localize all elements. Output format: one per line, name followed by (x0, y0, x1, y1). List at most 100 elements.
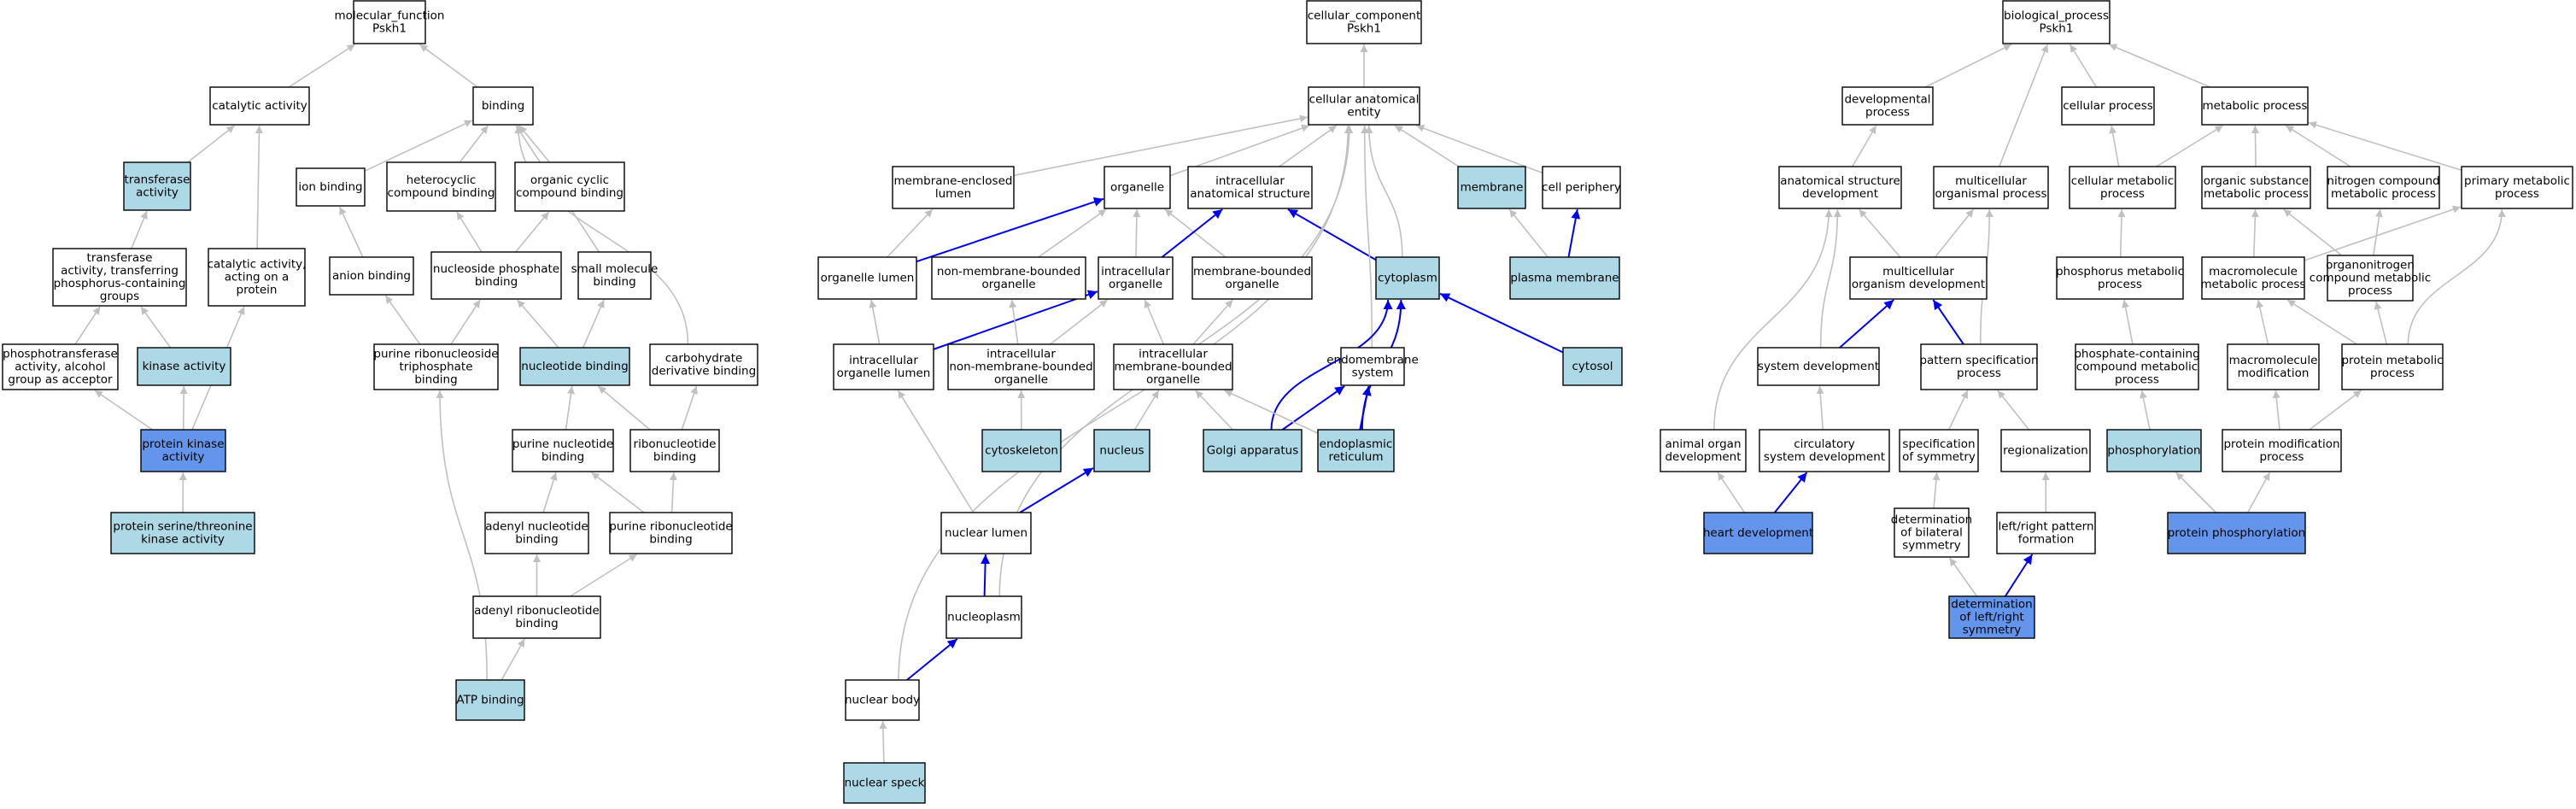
node-box (1933, 166, 2049, 209)
edge-macromolecule-metabolic-to-organic-substance (2251, 208, 2259, 258)
node-box (2002, 0, 2111, 44)
node-regionalization[interactable]: regionalization (2000, 429, 2091, 472)
node-nucleoplasm[interactable]: nucleoplasm (946, 595, 1022, 639)
node-cytosol[interactable]: cytosol (1562, 347, 1623, 386)
node-cell-periphery[interactable]: cell periphery (1542, 166, 1621, 209)
node-heart-dev[interactable]: heart development (1703, 512, 1813, 554)
node-organelle-lumen[interactable]: organelle lumen (817, 256, 917, 300)
node-label: determination (1891, 513, 1972, 527)
node-nuclear-body[interactable]: nuclear body (845, 679, 920, 721)
node-catalytic[interactable]: catalytic activity (209, 86, 310, 126)
node-label: intracellular (1101, 265, 1170, 278)
node-label: metabolic process (2331, 187, 2436, 201)
node-cellular-process[interactable]: cellular process (2061, 86, 2155, 126)
node-golgi[interactable]: Golgi apparatus (1203, 429, 1303, 472)
node-phosphorylation[interactable]: phosphorylation (2106, 429, 2202, 472)
node-label: intracellular (1215, 174, 1285, 188)
node-intra-non-membrane[interactable]: intracellularnon-membrane-boundedorganel… (947, 343, 1095, 390)
edge-phosphotransferase-to-transferase-phospho (74, 306, 101, 345)
node-label: metabolic process (2203, 99, 2308, 113)
node-label: organic substance (2204, 174, 2309, 188)
edge-golgi-to-intra-membrane-bounded (1195, 390, 1233, 431)
node-system-dev[interactable]: system development (1757, 347, 1880, 386)
node-nuclear-speck[interactable]: nuclear speck (843, 762, 926, 804)
node-membrane[interactable]: membrane (1457, 166, 1526, 209)
node-protein-phosphorylation[interactable]: protein phosphorylation (2167, 512, 2306, 554)
node-nucleotide-binding[interactable]: nucleotide binding (519, 347, 630, 386)
node-nuclear-lumen[interactable]: nuclear lumen (940, 512, 1032, 554)
node-ion-binding[interactable]: ion binding (296, 167, 366, 207)
edge-organonitrogen-to-organic-substance (2283, 208, 2343, 256)
edge-phosphate-containing-to-phosphorus-metabolic (2122, 299, 2134, 345)
edge-heart-dev-to-animal-organ (1717, 472, 1746, 513)
node-metabolic-process[interactable]: metabolic process (2201, 86, 2309, 126)
node-nucleus[interactable]: nucleus (1093, 429, 1150, 472)
node-box (1894, 507, 1970, 558)
node-cytoplasm[interactable]: cytoplasm (1375, 256, 1440, 300)
node-cytoskeleton[interactable]: cytoskeleton (981, 429, 1062, 472)
node-label: phosphorus-containing (54, 277, 186, 290)
edge-purine-ribo-triphosphate-to-anion-binding (384, 295, 421, 345)
edge-multicellular-process-to-bp (1998, 44, 2049, 167)
node-atp-binding[interactable]: ATP binding (455, 679, 525, 721)
node-kinase[interactable]: kinase activity (137, 347, 231, 386)
node-anion-binding[interactable]: anion binding (329, 256, 414, 296)
node-box (1306, 0, 1422, 44)
node-organelle[interactable]: organelle (1104, 166, 1171, 209)
node-plasma-membrane[interactable]: plasma membrane (1509, 256, 1620, 300)
node-binding[interactable]: binding (472, 86, 534, 126)
